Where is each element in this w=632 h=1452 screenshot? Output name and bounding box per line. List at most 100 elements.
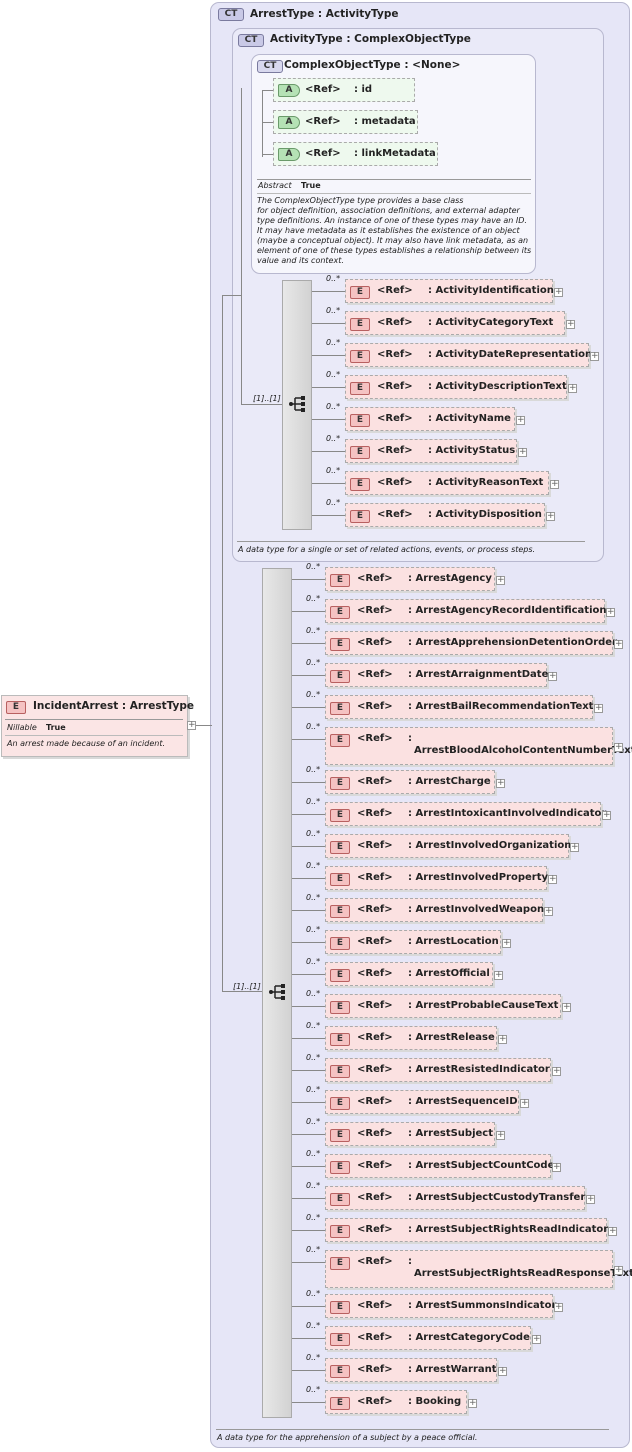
expand-icon[interactable]: + (498, 1034, 507, 1044)
element-box[interactable]: E<Ref>: ActivityReasonText (345, 471, 549, 495)
expand-icon[interactable]: + (468, 1398, 477, 1408)
element-icon: E (330, 1365, 350, 1378)
expand-icon[interactable]: + (520, 1098, 529, 1108)
element-box[interactable]: E<Ref>: ArrestProbableCauseText (325, 994, 561, 1018)
element-box[interactable]: E<Ref>: ArrestSequenceID (325, 1090, 519, 1114)
element-box[interactable]: E<Ref>: ActivityName (345, 407, 515, 431)
expand-icon[interactable]: + (496, 1130, 505, 1140)
expand-icon[interactable]: + (548, 671, 557, 681)
expand-icon[interactable]: + (608, 1226, 617, 1236)
element-box[interactable]: E<Ref>: ArrestSubjectRightsReadIndicator (325, 1218, 608, 1242)
expand-icon[interactable]: + (544, 906, 553, 916)
element-box[interactable]: E<Ref>: ArrestApprehensionDetentionOrder (325, 631, 617, 655)
element-box[interactable]: E<Ref>: ArrestRelease (325, 1026, 497, 1050)
element-box[interactable]: E<Ref>: ArrestWarrant (325, 1358, 497, 1382)
attribute-box[interactable]: A<Ref>: metadata (273, 110, 418, 134)
expand-icon[interactable]: + (546, 511, 555, 521)
expand-icon[interactable]: + (502, 938, 511, 948)
element-box[interactable]: E<Ref>: ActivityCategoryText (345, 311, 565, 335)
expand-icon[interactable]: + (570, 842, 579, 852)
element-box[interactable]: E<Ref>: ActivityDateRepresentation (345, 343, 592, 367)
expand-icon[interactable]: + (614, 742, 623, 752)
expand-icon[interactable]: + (554, 1302, 563, 1312)
expand-icon[interactable]: + (552, 1162, 561, 1172)
element-box[interactable]: E<Ref>: ArrestBailRecommendationText (325, 695, 593, 719)
cardinality-label: 0..* (306, 989, 321, 998)
element-box[interactable]: E<Ref>: Booking (325, 1390, 467, 1414)
connector-line (292, 1262, 325, 1263)
expand-icon[interactable]: + (532, 1334, 541, 1344)
activity-sequence-multiplicity: [1]..[1] (253, 394, 281, 403)
expand-icon[interactable]: + (606, 607, 615, 617)
sequence-icon (269, 984, 285, 1000)
expand-icon[interactable]: + (550, 479, 559, 489)
element-box[interactable]: E<Ref>: ArrestSummonsIndicator (325, 1294, 556, 1318)
expand-icon[interactable]: + (568, 383, 577, 393)
attribute-box[interactable]: A<Ref>: id (273, 78, 415, 102)
element-name: : ArrestCategoryCode (408, 1332, 530, 1343)
cardinality-label: 0..* (306, 1085, 321, 1094)
element-box[interactable]: E<Ref>: ActivityDisposition (345, 503, 545, 527)
expand-icon[interactable]: + (586, 1194, 595, 1204)
element-box[interactable]: E<Ref>: ArrestCharge (325, 770, 495, 794)
description-line: (maybe a conceptual object). It may also… (257, 236, 529, 245)
incident-arrest-element[interactable] (1, 695, 188, 757)
expand-icon[interactable]: + (496, 778, 505, 788)
expand-icon[interactable]: + (518, 447, 527, 457)
element-ref: <Ref> (357, 1192, 393, 1203)
cardinality-label: 0..* (306, 861, 321, 870)
expand-icon[interactable]: + (554, 287, 563, 297)
element-icon: E (330, 873, 350, 886)
element-box[interactable]: E<Ref>: ArrestSubjectCountCode (325, 1154, 554, 1178)
element-box[interactable]: E<Ref>: ArrestIntoxicantInvolvedIndicato… (325, 802, 606, 826)
element-box[interactable]: E<Ref>: ArrestInvolvedWeapon (325, 898, 544, 922)
expand-icon[interactable]: + (516, 415, 525, 425)
complex-object-type-title: ComplexObjectType : <None> (284, 59, 461, 71)
expand-icon[interactable]: + (590, 351, 599, 361)
expand-icon[interactable]: + (614, 639, 623, 649)
expand-icon[interactable]: + (614, 1265, 623, 1275)
expand-icon[interactable]: + (562, 1002, 571, 1012)
expand-icon[interactable]: + (548, 874, 557, 884)
element-box[interactable]: E<Ref>: ArrestSubjectCustodyTransfer (325, 1186, 585, 1210)
element-icon: E (330, 1129, 350, 1142)
element-box[interactable]: E<Ref>: ArrestSubjectRightsReadResponseT… (325, 1250, 632, 1288)
element-icon: E (330, 606, 350, 619)
element-box[interactable]: E<Ref>: ArrestArraignmentDate (325, 663, 548, 687)
nillable-value: True (46, 723, 66, 732)
element-box[interactable]: E<Ref>: ArrestResistedIndicator (325, 1058, 551, 1082)
element-icon: E (350, 510, 370, 523)
element-box[interactable]: E<Ref>: ArrestInvolvedOrganization (325, 834, 571, 858)
element-box[interactable]: E<Ref>: ArrestAgencyRecordIdentification (325, 599, 607, 623)
element-ref: <Ref> (357, 904, 393, 915)
expand-icon[interactable]: + (566, 319, 575, 329)
element-icon: E (330, 1033, 350, 1046)
arrest-type-description: A data type for the apprehension of a su… (217, 1433, 478, 1442)
attribute-box[interactable]: A<Ref>: linkMetadata (273, 142, 438, 166)
element-box[interactable]: E<Ref>: ArrestBloodAlcoholContentNumberT… (325, 727, 632, 765)
expand-icon[interactable]: + (594, 703, 603, 713)
element-icon: E (330, 638, 350, 651)
expand-icon[interactable]: + (498, 1366, 507, 1376)
element-icon: E (350, 446, 370, 459)
cardinality-label: 0..* (306, 1321, 321, 1330)
activity-type-title: ActivityType : ComplexObjectType (270, 33, 471, 45)
element-box[interactable]: E<Ref>: ArrestOfficial (325, 962, 493, 986)
expand-icon[interactable]: + (494, 970, 503, 980)
element-box[interactable]: E<Ref>: ArrestLocation (325, 930, 501, 954)
expand-icon[interactable]: + (187, 720, 196, 730)
element-box[interactable]: E<Ref>: ArrestCategoryCode (325, 1326, 531, 1350)
element-box[interactable]: E<Ref>: ArrestInvolvedProperty (325, 866, 548, 890)
element-box[interactable]: E<Ref>: ActivityDescriptionText (345, 375, 567, 399)
element-box[interactable]: E<Ref>: ArrestAgency (325, 567, 495, 591)
element-box[interactable]: E<Ref>: ActivityIdentification (345, 279, 554, 303)
expand-icon[interactable]: + (602, 810, 611, 820)
expand-icon[interactable]: + (552, 1066, 561, 1076)
expand-icon[interactable]: + (496, 575, 505, 585)
cardinality-label: 0..* (306, 690, 321, 699)
connector-line (241, 88, 242, 405)
element-box[interactable]: E<Ref>: ActivityStatus (345, 439, 517, 463)
element-box[interactable]: E<Ref>: ArrestSubject (325, 1122, 495, 1146)
element-icon: E (330, 734, 350, 747)
connector-line (292, 1370, 325, 1371)
